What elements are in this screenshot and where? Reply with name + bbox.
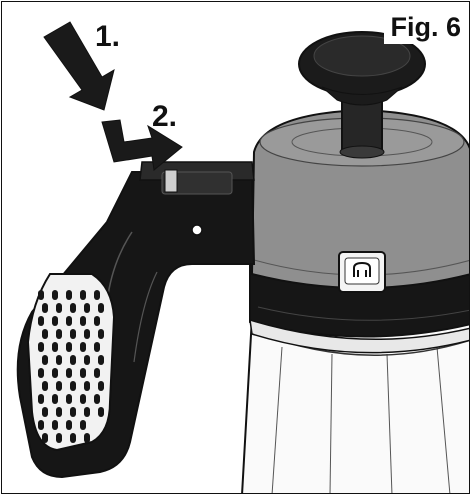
grip-slot xyxy=(56,407,62,417)
step-1-label: 1. xyxy=(95,20,121,53)
grip-slot xyxy=(56,329,62,339)
grip-slot xyxy=(52,342,58,352)
grip-slot xyxy=(66,394,72,404)
grip-slot xyxy=(56,355,62,365)
grip-slot xyxy=(66,420,72,430)
grip-slot xyxy=(70,303,76,313)
grip-slot xyxy=(84,355,90,365)
grip-slot xyxy=(42,329,48,339)
grip-slot xyxy=(94,316,100,326)
pump-release-icon xyxy=(338,251,386,293)
grip-slot xyxy=(70,407,76,417)
grip-slot xyxy=(38,290,44,300)
grip-slot xyxy=(66,342,72,352)
grip-slot xyxy=(94,290,100,300)
grip-slot xyxy=(38,420,44,430)
grip-slot xyxy=(84,407,90,417)
grip-slot xyxy=(80,316,86,326)
grip-slot xyxy=(80,290,86,300)
grip-slot xyxy=(98,303,104,313)
grip-slot xyxy=(42,381,48,391)
grip-slot xyxy=(56,433,62,443)
pump-plunger xyxy=(298,31,426,159)
grip-slot xyxy=(52,420,58,430)
grip-slot xyxy=(98,355,104,365)
handle-grip-insert xyxy=(26,273,116,452)
grip-slot xyxy=(80,342,86,352)
sprayer-illustration xyxy=(16,21,469,493)
grip-slot xyxy=(80,368,86,378)
grip-slot xyxy=(66,290,72,300)
grip-slot xyxy=(84,303,90,313)
grip-slot xyxy=(84,329,90,339)
arrow-right-icon xyxy=(101,119,183,171)
grip-slot xyxy=(80,420,86,430)
grip-slot xyxy=(52,394,58,404)
grip-slot xyxy=(52,368,58,378)
grip-slot xyxy=(56,381,62,391)
grip-slot xyxy=(80,394,86,404)
grip-slot xyxy=(42,433,48,443)
grip-slot xyxy=(70,381,76,391)
arrow-down-icon xyxy=(43,21,115,111)
grip-slot xyxy=(38,394,44,404)
grip-slot xyxy=(84,381,90,391)
figure-label: Fig. 6 xyxy=(384,10,467,44)
grip-slot xyxy=(56,303,62,313)
grip-slot xyxy=(38,342,44,352)
grip-slot xyxy=(38,368,44,378)
grip-slot xyxy=(94,368,100,378)
grip-slot xyxy=(52,290,58,300)
grip-slot xyxy=(98,381,104,391)
grip-slot xyxy=(42,355,48,365)
grip-slot xyxy=(98,407,104,417)
grip-slot xyxy=(66,368,72,378)
grip-slot xyxy=(84,433,90,443)
grip-slot xyxy=(70,329,76,339)
grip-slot xyxy=(42,407,48,417)
grip-slot xyxy=(70,433,76,443)
grip-slot xyxy=(66,316,72,326)
grip-slot xyxy=(38,316,44,326)
grip-slot xyxy=(94,342,100,352)
grip-slot xyxy=(42,303,48,313)
grip-slot xyxy=(70,355,76,365)
grip-slot xyxy=(98,329,104,339)
step-2-label: 2. xyxy=(152,100,178,133)
grip-slot xyxy=(94,394,100,404)
grip-slot xyxy=(52,316,58,326)
